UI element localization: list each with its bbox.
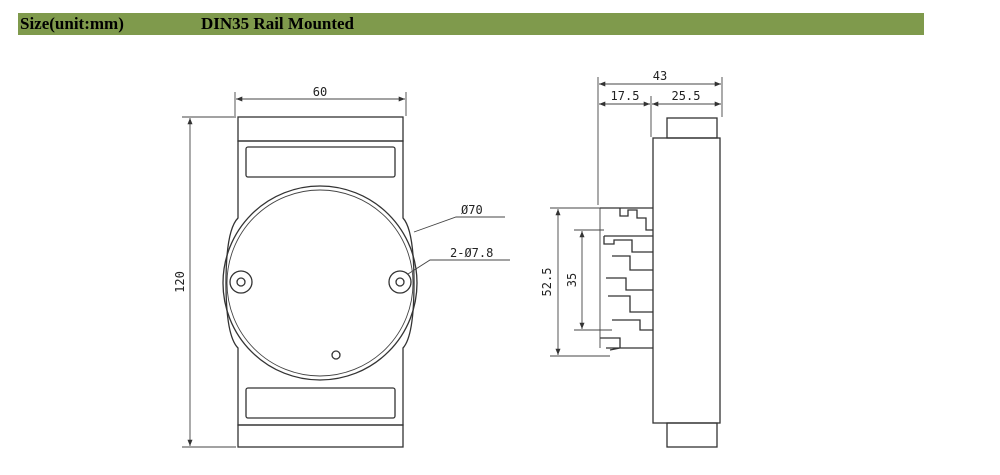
hole-diameter-leader: [407, 259, 510, 275]
round-face-inner-circle: [226, 189, 414, 377]
upper-label-window: [245, 146, 396, 178]
left-part-dimension-label: 17.5: [611, 89, 640, 103]
hole-diameter-label: 2-Ø7.8: [450, 246, 493, 260]
circle-diameter-leader: [413, 216, 505, 233]
front-body-outline: [225, 140, 415, 426]
side-bottom-connector: [666, 422, 718, 448]
left-mounting-hole: [229, 270, 253, 294]
mount-type-label: DIN35 Rail Mounted: [201, 14, 355, 33]
din-rail-clip: [600, 207, 653, 351]
height-dimension-label: 120: [173, 271, 187, 293]
lower-label-window: [245, 387, 396, 419]
header-bar: Size(unit:mm) DIN35 Rail Mounted: [18, 13, 924, 35]
top-terminal-block: [237, 116, 404, 142]
rail-inner-dimension-label: 35: [565, 273, 579, 287]
right-mounting-hole: [388, 270, 412, 294]
bottom-terminal-block: [237, 424, 404, 448]
side-top-connector: [666, 117, 718, 139]
indicator-led: [331, 350, 341, 360]
right-part-dimension-label: 25.5: [672, 89, 701, 103]
width-dimension-label: 60: [313, 85, 327, 99]
size-unit-label: Size(unit:mm): [20, 14, 124, 33]
side-body-outline: [652, 137, 721, 424]
rail-outer-dimension-label: 52.5: [540, 268, 554, 297]
round-face-circle: [222, 185, 418, 381]
side-view: 43 17.5 25.5 52.5 35: [540, 69, 723, 448]
circle-diameter-label: Ø70: [461, 203, 483, 217]
front-view: 60 120 Ø70 2-Ø7.8: [173, 85, 510, 448]
depth-dimension-label: 43: [653, 69, 667, 83]
